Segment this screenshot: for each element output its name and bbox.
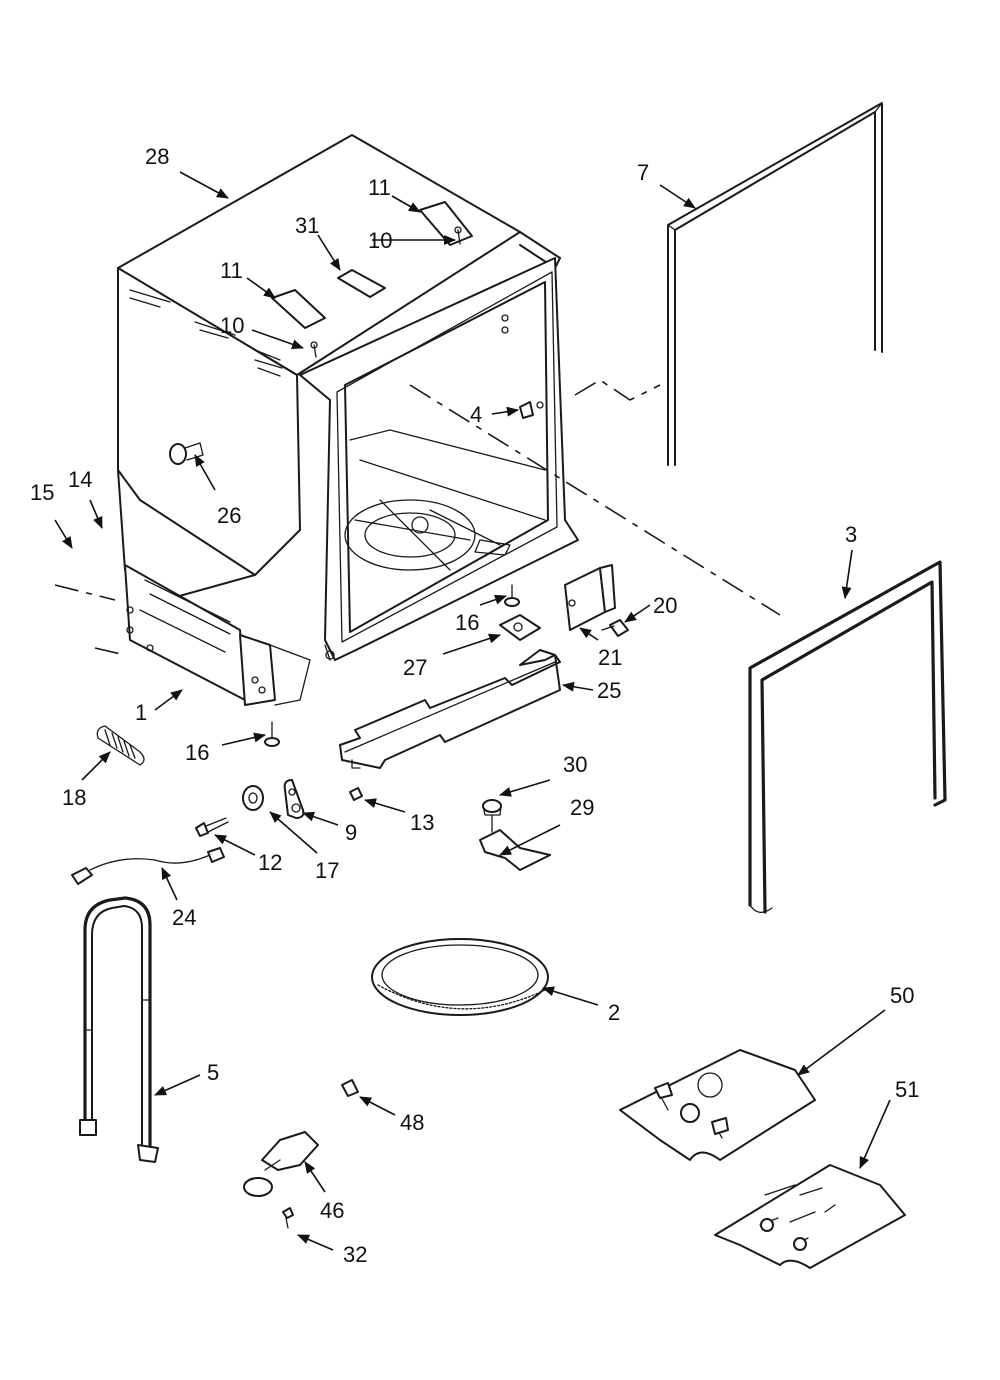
part-number-label: 46 <box>320 1198 344 1223</box>
washer-17 <box>242 785 264 811</box>
part-number-label: 7 <box>637 160 649 185</box>
part-number-label: 4 <box>470 402 482 427</box>
bracket-21 <box>564 564 616 631</box>
element-5 <box>79 896 159 1163</box>
leveling-leg-16-upper <box>504 584 520 607</box>
part-number-label: 10 <box>220 313 244 338</box>
part-number-label: 9 <box>345 820 357 845</box>
part-number-label: 15 <box>30 480 54 505</box>
part-number-label: 25 <box>597 678 621 703</box>
spring-18 <box>96 725 145 766</box>
bracket-29 <box>479 814 551 871</box>
part-number-label: 28 <box>145 144 169 169</box>
part-number-label: 48 <box>400 1110 424 1135</box>
leveling-leg-16-lower <box>264 721 280 747</box>
leader-arrows <box>54 171 891 1251</box>
part-labels: 2811103111107426151432016212725116183029… <box>30 144 919 1267</box>
clip-27 <box>499 614 541 641</box>
part-number-label: 16 <box>455 610 479 635</box>
part-number-label: 1 <box>135 700 147 725</box>
gasket-7 <box>667 102 883 466</box>
bag-51 <box>714 1164 906 1269</box>
part-number-label: 11 <box>368 175 391 200</box>
part-number-label: 27 <box>403 655 427 680</box>
part-number-label: 24 <box>172 905 196 930</box>
center-line <box>574 379 661 401</box>
center-line <box>54 584 116 601</box>
part-number-label: 20 <box>653 593 677 618</box>
center-line <box>94 647 126 656</box>
part-number-label: 3 <box>845 522 857 547</box>
fitting-48 <box>341 1079 359 1097</box>
part-number-label: 12 <box>258 850 282 875</box>
gasket-3 <box>748 560 947 914</box>
part-number-label: 16 <box>185 740 209 765</box>
screw-12 <box>195 817 229 837</box>
wire-24 <box>71 847 225 885</box>
bracket-9 <box>283 779 305 819</box>
bag-50 <box>619 1049 816 1161</box>
part-number-label: 26 <box>217 503 241 528</box>
switch-30 <box>482 799 502 816</box>
tub-drawing <box>117 134 579 706</box>
plate-25 <box>339 649 561 769</box>
ring-2 <box>371 938 549 1016</box>
part-number-label: 13 <box>410 810 434 835</box>
part-number-label: 50 <box>890 983 914 1008</box>
part-number-label: 31 <box>295 213 319 238</box>
part-number-label: 32 <box>343 1242 367 1267</box>
part-number-label: 2 <box>608 1000 620 1025</box>
part-number-label: 10 <box>368 228 392 253</box>
part-number-label: 18 <box>62 785 86 810</box>
part-number-label: 14 <box>68 467 92 492</box>
screw-32 <box>282 1207 294 1229</box>
part-number-label: 29 <box>570 795 594 820</box>
screw-20 <box>601 619 629 637</box>
nut-13 <box>349 787 363 801</box>
fitting-46 <box>243 1131 319 1197</box>
part-number-label: 17 <box>315 858 339 883</box>
part-number-label: 21 <box>598 645 622 670</box>
center-line <box>409 384 781 616</box>
part-number-label: 30 <box>563 752 587 777</box>
part-number-label: 11 <box>220 258 243 283</box>
part-number-label: 5 <box>207 1060 219 1085</box>
part-number-label: 51 <box>895 1077 919 1102</box>
